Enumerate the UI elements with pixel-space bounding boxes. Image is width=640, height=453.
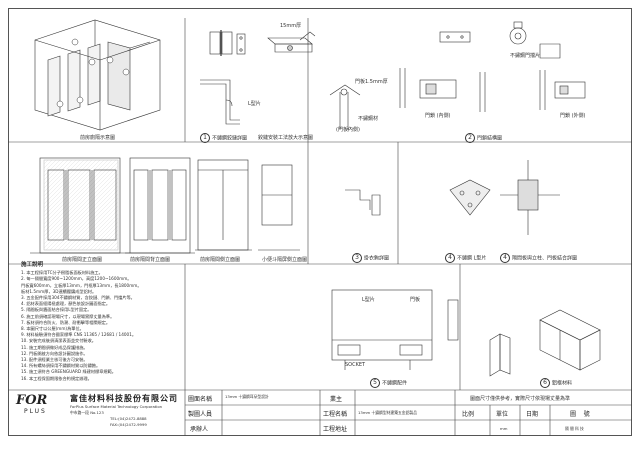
note-item: 4. 鋁材表面經陽極處理，顏色依設計圖面指定。 [21, 301, 111, 307]
coat-hook-detail [345, 189, 381, 216]
view-label-isometric: 前房廁隔示意圖 [80, 135, 116, 141]
project-address-label: 工程地址 [323, 426, 348, 433]
company-address: 中市路一段 No.123 [70, 410, 104, 415]
callout-thickness: 15mm厚 [280, 23, 302, 29]
note-item: 8. 本圖尺寸以公厘(mm)為單位。 [21, 326, 84, 332]
note-item: 15. 施工須符合 GREENGUARD 綠建材標章規範。 [21, 369, 116, 375]
lock-detail [399, 21, 586, 112]
note-item: 5. 隔間板與牆面結合採用L型片固定。 [21, 307, 92, 313]
note-item: 2. 每一隔間寬度900~1200mm，高度1200~1600mm。 [21, 276, 132, 282]
note-item: 1. 本工程採用TC分子樹脂板面板材料施工。 [21, 270, 103, 276]
company-logo: FOR PLUS [16, 393, 48, 416]
callout-door-stopper: 不鏽鋼門擋片 [510, 53, 541, 59]
callout-door-inner: (門板內側) [336, 127, 360, 133]
note-item: 6. 施工前須確認現場尺寸，以現場實際丈量為準。 [21, 313, 115, 319]
callout-l-bracket: L型片 [248, 101, 261, 107]
urinal-partition-elevation [258, 164, 300, 251]
company-fax: FAX:(04)2472-9999 [110, 422, 147, 427]
note-item: 3. 五金配件採用304不鏽鋼材質，含鉸鏈、門鎖、門擋片等。 [21, 295, 135, 301]
view-label-back-elevation: 前房隔間背立面圖 [130, 257, 171, 263]
note-item: 7. 板材須符合防火、防潮、耐衝擊等相關規定。 [21, 319, 111, 325]
note-item: 門板寬600mm，立板厚13mm，門框厚13mm，長1800mm。 [21, 282, 142, 288]
view-label-urinal-elevation: 小便斗隔屏側立面圖 [262, 257, 308, 263]
l-bracket-detail [449, 179, 491, 216]
unit-label: 單位 [496, 411, 509, 418]
owner-label: 業主 [330, 396, 343, 403]
front-elevation [30, 157, 130, 254]
project-name-label: 工程名稱 [323, 411, 348, 418]
contractor-label: 承辦人 [190, 426, 209, 433]
note-item: 板材1.5mm厚，3D連續壓鑄成型鋁材。 [21, 288, 97, 294]
hinge-detail [200, 30, 361, 130]
callout-l-bracket-2: L型片 [362, 297, 375, 303]
drafter-label: 製圖人員 [188, 411, 213, 418]
back-elevation [125, 157, 195, 254]
callout-door-panel: 門板 [410, 297, 421, 303]
company-tel: TEL:(04)2472-8888 [110, 416, 147, 421]
company-name: 富佳材料科技股份有限公司 [70, 394, 178, 403]
unit-value: mm [500, 426, 508, 431]
panel-joint-detail [500, 160, 560, 235]
callout-lock-outer: 門鎖 (外側) [560, 113, 586, 119]
drawing-name-label: 圖面名稱 [188, 396, 213, 403]
title-block-lines [184, 390, 632, 436]
view-label-hinge-install: 鉸鏈安裝工法放大示意圖 [258, 135, 314, 141]
callout-lock-inner: 門鎖 (內側) [425, 113, 451, 119]
aluminum-profile-detail [489, 309, 601, 377]
sheet-value: 隔 間 科 技 [565, 426, 584, 431]
side-elevation [195, 159, 252, 251]
dimension-note: 圖面尺寸僅供參考，實際尺寸依現場丈量為準 [470, 396, 571, 402]
scale-label: 比例 [462, 411, 475, 418]
project-name-value: 13mm 十鏽鋼型材建築五金鋁製品 [358, 410, 417, 415]
view-label-side-elevation: 前房隔間側立面圖 [200, 257, 241, 263]
callout-stainless: 不鏽鋼材 [358, 116, 379, 122]
note-item: 9. 材料檢驗須符合國家標準 CNS 11365 / 12681 / 14001… [21, 332, 137, 338]
note-item: 16. 本工程保固期限依合約規定辦理。 [21, 375, 92, 381]
isometric-cubicle-view [34, 19, 161, 131]
construction-notes: 施工說明 1. 本工程採用TC分子樹脂板面板材料施工。 2. 每一隔間寬度900… [21, 262, 171, 382]
date-label: 日期 [526, 411, 539, 418]
note-item: 11. 施工期間須做好成品保護措施。 [21, 344, 88, 350]
stainless-hardware-detail [331, 289, 459, 370]
callout-door-thickness: 門板1.5mm厚 [355, 79, 388, 85]
view-label-front-elevation: 前房隔間正立面圖 [62, 257, 103, 263]
note-item: 12. 門板開啟方向依設計圖說施作。 [21, 350, 88, 356]
callout-socket: SOCKET [345, 362, 366, 368]
sheet-label: 圖 號 [570, 411, 590, 418]
note-item: 14. 所有螺絲須採用不鏽鋼材質以防鏽蝕。 [21, 363, 101, 369]
company-english-name: ForPlus Surface Material Technology Corp… [70, 404, 163, 409]
note-item: 10. 安裝完成後須清潔表面並交付驗收。 [21, 338, 96, 344]
drawing-name-value: 13mm 十鏽鋼耳朵型設計 [225, 394, 269, 399]
note-item: 13. 配件須經業主核可後方可安裝。 [21, 357, 88, 363]
notes-title: 施工說明 [21, 262, 44, 268]
